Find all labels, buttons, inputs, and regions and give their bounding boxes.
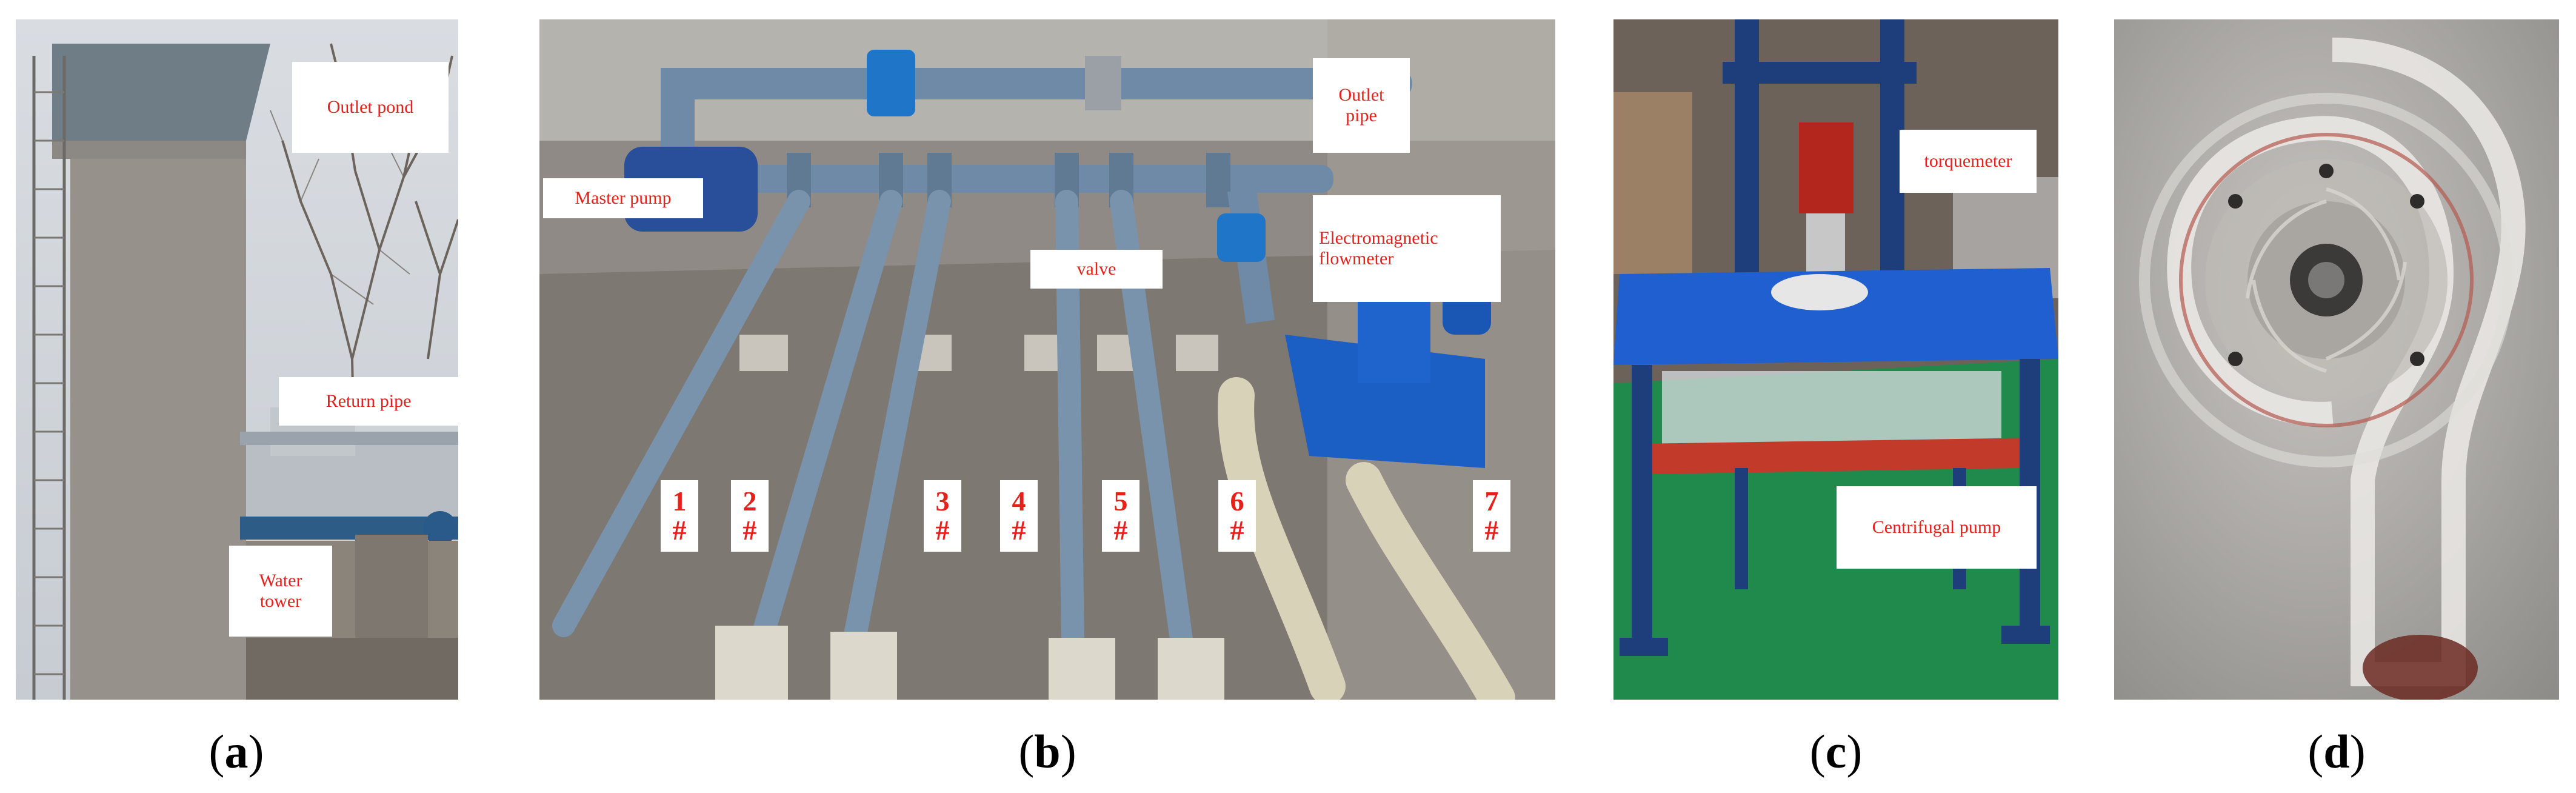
caption-d: (d) [2307,725,2366,778]
label-valve: valve [1030,250,1163,289]
pump-impeller-photo [2114,19,2559,700]
caption-d-letter: d [2323,725,2350,778]
label-water-tower: Water tower [229,546,332,637]
label-outlet-pond: Outlet pond [292,62,449,153]
caption-c-letter: c [1825,725,1847,778]
pipe-number-1: 1 # [661,480,698,552]
pipe-number-5: 5 # [1102,480,1140,552]
panel-d-photo [2114,19,2559,700]
label-return-pipe: Return pipe [279,377,458,426]
label-centrifugal-pump: Centrifugal pump [1837,486,2037,569]
caption-b: (b) [1018,725,1076,778]
pipe-number-3: 3 # [924,480,961,552]
pipe-number-2: 2 # [731,480,769,552]
test-rig-photo [1613,19,2058,700]
caption-b-letter: b [1034,725,1061,778]
panel-b-photo: Master pump Outlet pipe valve Electromag… [539,19,1555,700]
caption-a-letter: a [224,725,249,778]
pipe-number-4: 4 # [1000,480,1038,552]
caption-a: (a) [209,725,264,778]
pipe-number-7: 7 # [1473,480,1510,552]
panel-c-photo: torquemeter Centrifugal pump [1613,19,2058,700]
caption-c: (c) [1809,725,1863,778]
panel-a-photo: Outlet pond Return pipe Water tower [16,19,458,700]
label-electromagnetic-flowmeter: Electromagnetic flowmeter [1313,195,1501,302]
label-torquemeter: torquemeter [1900,130,2037,193]
label-outlet-pipe: Outlet pipe [1313,58,1410,153]
pipe-number-6: 6 # [1218,480,1256,552]
label-master-pump: Master pump [543,178,703,218]
